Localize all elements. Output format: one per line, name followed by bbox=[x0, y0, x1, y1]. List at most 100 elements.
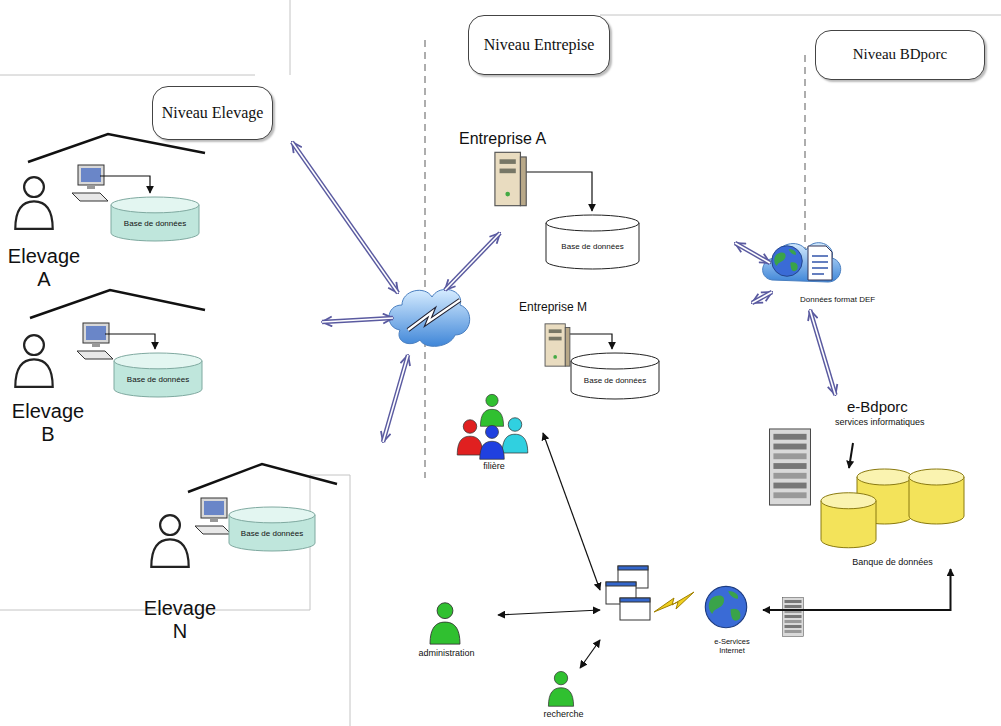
local-arrow bbox=[105, 334, 155, 349]
database-cylinder: Base de données bbox=[228, 506, 316, 552]
local-arrow bbox=[100, 172, 612, 349]
farmer-icon bbox=[15, 335, 52, 387]
company-group: Entreprise A Base de données bbox=[455, 128, 653, 275]
local-arrow bbox=[518, 172, 592, 211]
actor-icon bbox=[457, 420, 483, 455]
window-stack bbox=[606, 582, 636, 586]
panel-outline bbox=[600, 15, 1001, 16]
company-group: Entreprise MBase de données bbox=[515, 300, 668, 405]
data-bank: Banque de données bbox=[820, 468, 965, 569]
cylinder-top bbox=[229, 507, 315, 523]
double-arrow bbox=[322, 318, 393, 322]
level-divider bbox=[424, 40, 425, 478]
window-stack bbox=[618, 566, 648, 570]
actor-icon bbox=[430, 394, 574, 706]
network-cloud bbox=[389, 289, 470, 346]
node-label: Niveau Entrepise bbox=[484, 36, 595, 54]
cylinder-top bbox=[909, 469, 964, 485]
network-cloud bbox=[389, 289, 470, 346]
node-label: recherche bbox=[522, 709, 605, 719]
window-stack bbox=[606, 566, 650, 620]
double-arrow bbox=[735, 243, 770, 263]
globe-icon bbox=[705, 586, 746, 627]
server-rack bbox=[770, 429, 811, 637]
double-arrow bbox=[445, 233, 500, 290]
node-label: services informatiques bbox=[835, 417, 941, 427]
data-cloud-icon bbox=[772, 246, 803, 277]
data-cloud-icon bbox=[763, 243, 841, 282]
farmer-icon bbox=[15, 177, 52, 229]
node-label: administration bbox=[395, 648, 498, 658]
node-label: e-Bdporc bbox=[847, 398, 941, 415]
data-cloud-icon bbox=[808, 246, 832, 280]
server-rack bbox=[770, 429, 811, 505]
double-arrow bbox=[292, 142, 398, 293]
node-label: Données format DEF bbox=[800, 295, 885, 304]
server-tower bbox=[545, 324, 570, 366]
connector bbox=[543, 433, 600, 590]
lightning bbox=[654, 592, 694, 612]
farm-group: Elevage ABase de données bbox=[0, 125, 208, 294]
double-arrow bbox=[752, 292, 772, 303]
node-label: e-Services Internet bbox=[704, 638, 760, 655]
local-arrow bbox=[565, 334, 612, 349]
local-arrow bbox=[100, 176, 150, 193]
connector bbox=[763, 569, 951, 610]
farm-roof bbox=[188, 464, 337, 492]
double-arrow bbox=[445, 233, 500, 290]
level-box: Niveau Elevage bbox=[152, 86, 274, 140]
data-cloud-icon bbox=[812, 256, 828, 274]
actor-icon bbox=[548, 671, 573, 706]
double-arrow bbox=[292, 142, 772, 442]
server-tower bbox=[495, 152, 526, 205]
node-label: Base de données bbox=[127, 375, 189, 384]
window-stack bbox=[620, 598, 650, 602]
node-label: Niveau Elevage bbox=[162, 104, 264, 122]
farm-roof bbox=[28, 134, 337, 492]
actor-icon bbox=[480, 394, 503, 426]
actor-icon bbox=[480, 425, 504, 459]
computer-icon bbox=[195, 498, 231, 534]
node-label: Base de données bbox=[124, 219, 186, 228]
actor-group: filière bbox=[445, 390, 543, 476]
connector bbox=[810, 310, 835, 395]
database-cylinder: Base de données bbox=[545, 214, 640, 270]
double-arrow bbox=[383, 355, 408, 442]
computer-icon bbox=[72, 165, 108, 201]
computer-icon bbox=[72, 165, 231, 534]
double-arrow bbox=[735, 243, 770, 263]
node-label: Base de données bbox=[561, 242, 623, 251]
actor: recherche bbox=[522, 668, 605, 724]
network-cloud bbox=[408, 300, 460, 330]
farm-roof bbox=[30, 290, 205, 318]
window-stack bbox=[620, 598, 650, 620]
connector bbox=[580, 640, 600, 668]
node-label: Elevage B bbox=[8, 400, 88, 446]
double-arrow bbox=[292, 142, 398, 293]
node-label: Elevage N bbox=[140, 597, 220, 643]
cylinder-top bbox=[571, 353, 659, 369]
double-arrow bbox=[322, 318, 393, 322]
cylinder-top bbox=[111, 197, 199, 213]
node-label: Base de données bbox=[241, 529, 303, 538]
server-rack bbox=[783, 598, 804, 637]
connector bbox=[849, 443, 853, 468]
farm-group: Elevage B Base de données bbox=[0, 292, 208, 462]
cylinder-top bbox=[821, 493, 876, 509]
level-divider bbox=[804, 55, 805, 272]
node-label: Niveau BDporc bbox=[853, 46, 948, 63]
actor-icon bbox=[430, 603, 460, 644]
node-label: Base de données bbox=[584, 376, 646, 385]
database-cylinder: Base de données bbox=[110, 196, 200, 242]
level-box: Niveau BDporc bbox=[815, 30, 985, 80]
database-cylinder: Base de données bbox=[570, 352, 660, 400]
node-label: Entreprise A bbox=[459, 130, 653, 148]
database-cylinder: Base de données bbox=[113, 352, 203, 398]
data-cloud-icon bbox=[763, 243, 841, 282]
cylinder-outline bbox=[820, 468, 965, 569]
node-label: filière bbox=[445, 461, 543, 471]
actor: administration bbox=[395, 598, 498, 666]
connector-inner bbox=[810, 310, 835, 395]
